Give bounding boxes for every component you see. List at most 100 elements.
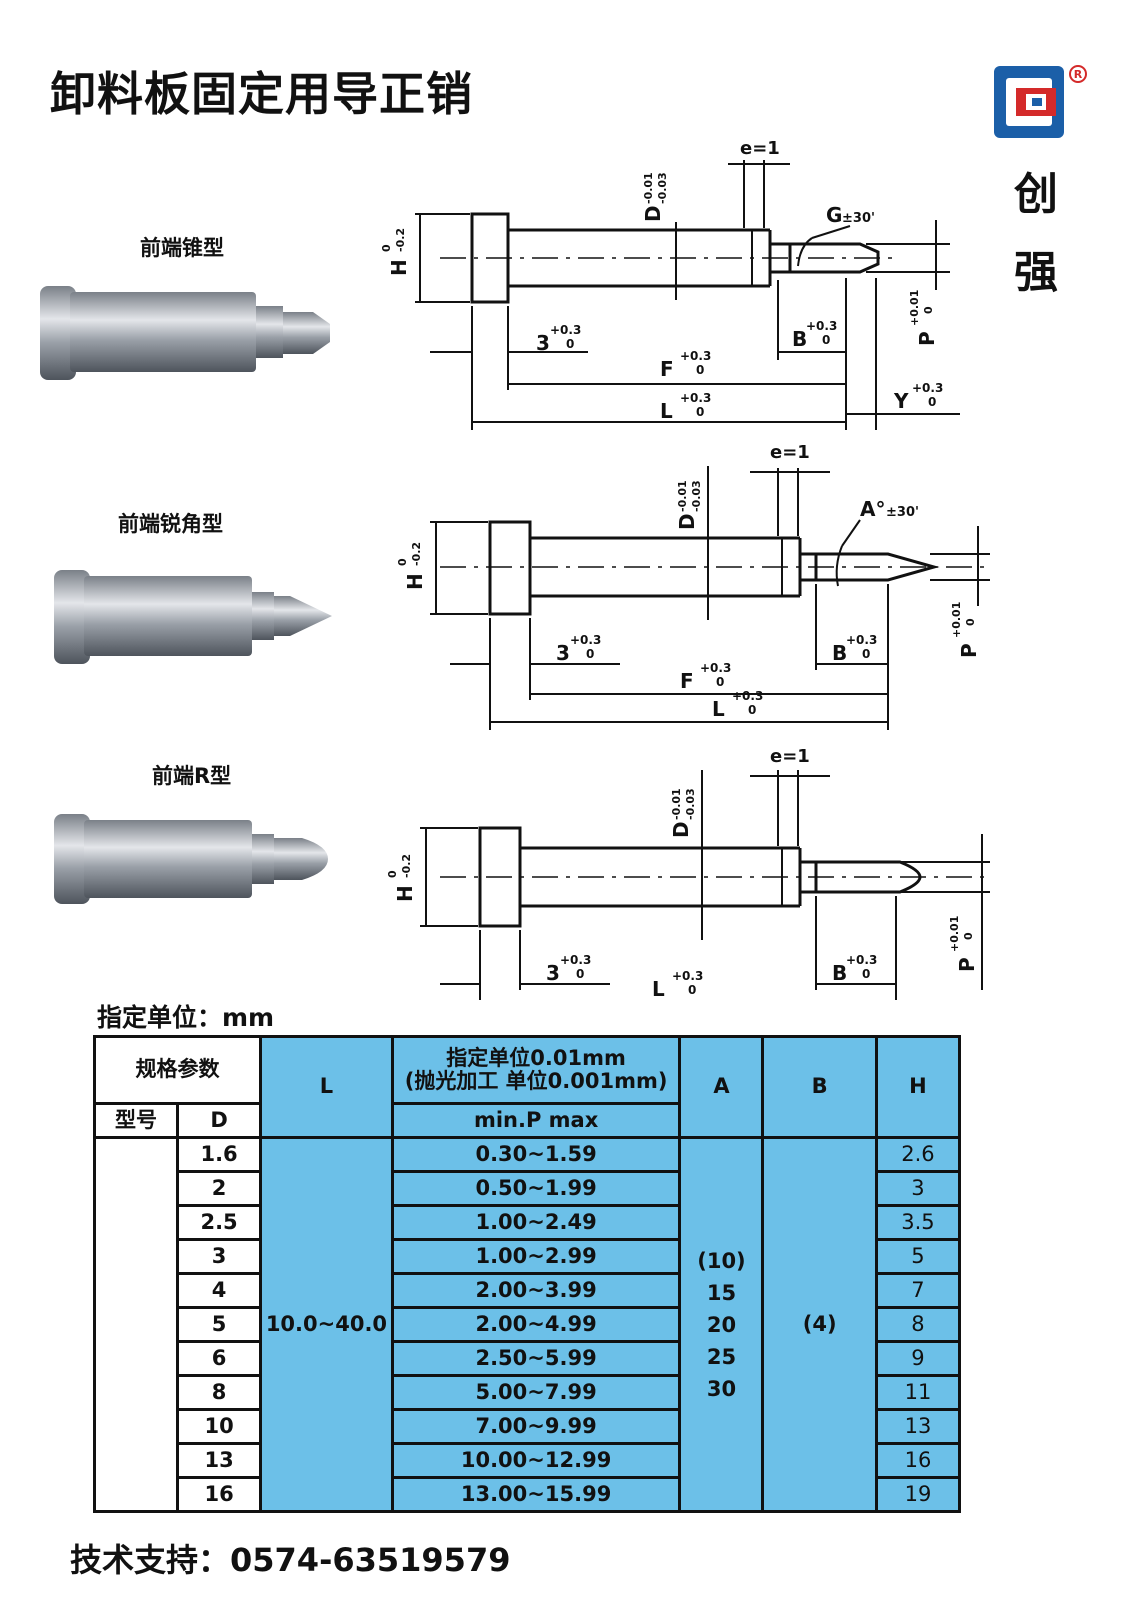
dim-a: A° bbox=[860, 497, 885, 521]
dim-d-tol-up-3: -0.01 bbox=[670, 788, 683, 820]
p-range-cell: 0.30~1.59 bbox=[390, 1136, 682, 1173]
p-range-cell: 2.50~5.99 bbox=[390, 1340, 682, 1377]
dim-p-1: P bbox=[915, 331, 939, 346]
dim-h-2: H bbox=[403, 573, 427, 590]
dim-b-2: B bbox=[832, 641, 847, 665]
d-cell: 3 bbox=[176, 1238, 263, 1275]
h-cell: 3.5 bbox=[874, 1204, 962, 1241]
type-label-taper: 前端锥型 bbox=[140, 236, 224, 260]
dim-b-tol-up-1: +0.3 bbox=[806, 319, 837, 333]
p-range-cell: 10.00~12.99 bbox=[390, 1442, 682, 1479]
dim-h-1: H bbox=[387, 259, 411, 276]
dim-3-tol-low-2: 0 bbox=[586, 647, 594, 661]
dim-p-tol-low-1: 0 bbox=[922, 306, 935, 314]
dim-b-1: B bbox=[792, 327, 807, 351]
p-range-cell: 2.00~3.99 bbox=[390, 1272, 682, 1309]
p-range-cell: 13.00~15.99 bbox=[390, 1476, 682, 1513]
dim-d-3: D bbox=[669, 821, 693, 838]
dim-p-2: P bbox=[957, 643, 981, 658]
header-spec-params: 规格参数 bbox=[92, 1035, 263, 1105]
dim-d-tol-low-2: -0.03 bbox=[690, 480, 703, 512]
dim-e-2: e=1 bbox=[770, 442, 810, 463]
h-cell: 5 bbox=[874, 1238, 962, 1275]
dim-b-tol-up-2: +0.3 bbox=[846, 633, 877, 647]
p-range-cell: 7.00~9.99 bbox=[390, 1408, 682, 1445]
dim-h-tol-low-2: -0.2 bbox=[410, 542, 423, 566]
table-row: 13 10.00~12.99 16 bbox=[95, 1442, 962, 1479]
dim-b-3: B bbox=[832, 961, 847, 985]
a-value: (10) bbox=[697, 1248, 746, 1273]
dim-p-3: P bbox=[955, 957, 979, 972]
a-value: 25 bbox=[706, 1344, 737, 1369]
dim-g: G bbox=[826, 203, 842, 227]
dim-b-tol-low-3: 0 bbox=[862, 967, 870, 981]
dim-d-tol-low-1: -0.03 bbox=[656, 172, 669, 204]
l-value-cell: 10.0~40.0 bbox=[259, 1136, 394, 1513]
dim-g-tol: ±30' bbox=[842, 211, 875, 226]
header-a: A bbox=[678, 1035, 765, 1139]
dim-h-tol-up-1: 0 bbox=[380, 244, 393, 252]
dim-l-tol-up-2: +0.3 bbox=[732, 689, 763, 703]
dim-y-tol-low: 0 bbox=[928, 395, 936, 409]
h-cell: 7 bbox=[874, 1272, 962, 1309]
p-range-cell: 5.00~7.99 bbox=[390, 1374, 682, 1411]
h-cell: 19 bbox=[874, 1476, 962, 1513]
d-cell: 2 bbox=[176, 1170, 263, 1207]
dim-p-tol-up-2: +0.01 bbox=[950, 602, 963, 638]
dim-l-2: L bbox=[712, 697, 725, 721]
pin-photo-r bbox=[54, 814, 328, 904]
dim-l-tol-low-3: 0 bbox=[688, 983, 696, 997]
dim-h-tol-up-2: 0 bbox=[396, 558, 409, 566]
p-range-cell: 1.00~2.49 bbox=[390, 1204, 682, 1241]
dim-f-2: F bbox=[680, 669, 694, 693]
dim-3-tol-up-3: +0.3 bbox=[560, 953, 591, 967]
dim-p-tol-up-3: +0.01 bbox=[948, 916, 961, 952]
dim-d-tol-low-3: -0.03 bbox=[684, 788, 697, 820]
dim-f-tol-up-2: +0.3 bbox=[700, 661, 731, 675]
h-cell: 11 bbox=[874, 1374, 962, 1411]
h-cell: 16 bbox=[874, 1442, 962, 1479]
header-unit: 指定单位0.01mm (抛光加工 单位0.001mm) bbox=[390, 1035, 682, 1105]
dim-d-tol-up-1: -0.01 bbox=[642, 172, 655, 204]
dim-d-2: D bbox=[675, 513, 699, 530]
dim-3-2: 3 bbox=[556, 641, 570, 665]
unit-label: 指定单位：mm bbox=[97, 1003, 275, 1032]
svg-text:R: R bbox=[1074, 68, 1083, 81]
dim-3-tol-up-2: +0.3 bbox=[570, 633, 601, 647]
dim-h-3: H bbox=[393, 885, 417, 902]
page-title: 卸料板固定用导正销 bbox=[50, 67, 473, 121]
a-value: 15 bbox=[706, 1280, 737, 1305]
brand-logo-icon: R bbox=[994, 65, 1087, 138]
dim-y-tol-up: +0.3 bbox=[912, 381, 943, 395]
p-range-cell: 1.00~2.99 bbox=[390, 1238, 682, 1275]
h-cell: 8 bbox=[874, 1306, 962, 1343]
table-row: 16 13.00~15.99 19 bbox=[95, 1476, 962, 1513]
dim-y: Y bbox=[893, 389, 909, 413]
header-d: D bbox=[176, 1102, 263, 1139]
d-cell: 10 bbox=[176, 1408, 263, 1445]
dim-a-tol: ±30' bbox=[886, 505, 919, 520]
d-cell: 13 bbox=[176, 1442, 263, 1479]
dim-3-1: 3 bbox=[536, 331, 550, 355]
dim-p-tol-low-3: 0 bbox=[962, 932, 975, 940]
technical-drawings: e=1 D -0.01 -0.03 H 0 -0.2 G ±30' P +0.0… bbox=[380, 138, 990, 1000]
h-cell: 9 bbox=[874, 1340, 962, 1377]
model-cell bbox=[92, 1136, 180, 1513]
d-cell: 6 bbox=[176, 1340, 263, 1377]
dim-l-tol-low-2: 0 bbox=[748, 703, 756, 717]
d-cell: 16 bbox=[176, 1476, 263, 1513]
dim-3-3: 3 bbox=[546, 961, 560, 985]
dim-l-1: L bbox=[660, 399, 673, 423]
pin-photo-taper bbox=[40, 286, 330, 380]
dim-f-1: F bbox=[660, 357, 674, 381]
header-model: 型号 bbox=[92, 1102, 180, 1139]
type-label-r: 前端R型 bbox=[152, 764, 232, 788]
dim-b-tol-low-2: 0 bbox=[862, 647, 870, 661]
header-b: B bbox=[761, 1035, 878, 1139]
spec-table: 规格参数 L 指定单位0.01mm (抛光加工 单位0.001mm) A B H… bbox=[92, 1035, 962, 1513]
d-cell: 2.5 bbox=[176, 1204, 263, 1241]
